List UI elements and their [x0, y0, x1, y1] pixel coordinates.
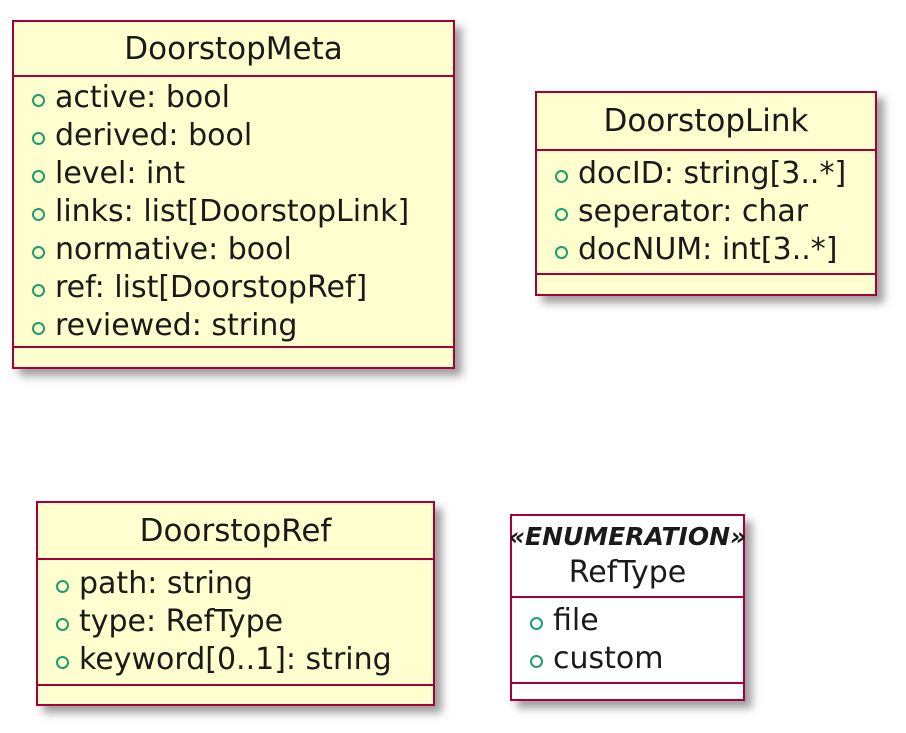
field-circle-icon — [32, 207, 45, 221]
class-attribute: reviewed: string — [32, 307, 447, 345]
class-title: DoorstopLink — [537, 93, 875, 151]
field-circle-icon — [56, 618, 69, 631]
class-attribute: docNUM: int[3..*] — [555, 231, 869, 269]
attribute-text: keyword[0..1]: string — [79, 642, 392, 677]
field-circle-icon — [530, 655, 543, 668]
field-circle-icon — [530, 617, 543, 630]
methods-compartment — [38, 684, 433, 704]
attribute-text: type: RefType — [79, 604, 284, 639]
class-name: DoorstopMeta — [124, 30, 343, 67]
class-attribute: active: bool — [32, 79, 447, 117]
class-name: DoorstopLink — [603, 103, 809, 139]
attribute-text: file — [553, 603, 599, 638]
class-attribute: path: string — [56, 565, 427, 603]
field-circle-icon — [32, 321, 45, 335]
attributes-compartment: active: bool derived: bool level: int li… — [14, 77, 453, 346]
class-attribute: derived: bool — [32, 117, 447, 155]
attribute-text: ref: list[DoorstopRef] — [55, 269, 368, 305]
class-attribute: keyword[0..1]: string — [56, 641, 427, 679]
field-circle-icon — [555, 208, 568, 221]
field-circle-icon — [32, 283, 45, 297]
field-circle-icon — [555, 170, 568, 183]
attribute-text: links: list[DoorstopLink] — [55, 193, 410, 229]
attribute-text: path: string — [79, 566, 253, 601]
attribute-text: docNUM: int[3..*] — [578, 232, 838, 267]
class-attribute: normative: bool — [32, 231, 447, 269]
methods-compartment — [14, 346, 453, 367]
class-attribute: type: RefType — [56, 603, 427, 641]
attribute-text: derived: bool — [55, 117, 253, 153]
class-doorstopmeta: DoorstopMeta active: bool derived: bool … — [12, 20, 455, 369]
class-doorstopref: DoorstopRef path: string type: RefType k… — [36, 501, 435, 706]
class-title: DoorstopRef — [38, 503, 433, 560]
class-attribute: file — [530, 602, 737, 640]
attributes-compartment: path: string type: RefType keyword[0..1]… — [38, 560, 433, 684]
field-circle-icon — [56, 656, 69, 669]
attribute-text: normative: bool — [55, 231, 292, 267]
attribute-text: active: bool — [55, 79, 230, 115]
methods-compartment — [512, 682, 743, 699]
attribute-text: reviewed: string — [55, 307, 298, 343]
attribute-text: docID: string[3..*] — [578, 156, 847, 191]
class-attribute: links: list[DoorstopLink] — [32, 193, 447, 231]
attributes-compartment: file custom — [512, 598, 743, 682]
field-circle-icon — [56, 580, 69, 593]
attribute-text: seperator: char — [578, 194, 809, 229]
class-attribute: level: int — [32, 155, 447, 193]
field-circle-icon — [32, 245, 45, 259]
field-circle-icon — [32, 93, 45, 107]
field-circle-icon — [32, 131, 45, 145]
attribute-text: custom — [553, 641, 664, 676]
class-attribute: seperator: char — [555, 193, 869, 231]
class-title: DoorstopMeta — [14, 22, 453, 77]
methods-compartment — [537, 273, 875, 294]
class-reftype-enumeration: «ENUMERATION» RefType file custom — [509, 514, 746, 701]
attribute-text: level: int — [55, 155, 186, 191]
class-attribute: custom — [530, 640, 737, 678]
class-attribute: docID: string[3..*] — [555, 155, 869, 193]
class-doorstoplink: DoorstopLink docID: string[3..*] seperat… — [535, 91, 877, 296]
stereotype-label: «ENUMERATION» — [508, 521, 747, 551]
class-name: DoorstopRef — [139, 512, 332, 549]
field-circle-icon — [32, 169, 45, 183]
class-name: RefType — [568, 554, 687, 590]
field-circle-icon — [555, 246, 568, 259]
class-title: «ENUMERATION» RefType — [509, 516, 746, 598]
attributes-compartment: docID: string[3..*] seperator: char docN… — [537, 151, 875, 273]
class-attribute: ref: list[DoorstopRef] — [32, 269, 447, 307]
